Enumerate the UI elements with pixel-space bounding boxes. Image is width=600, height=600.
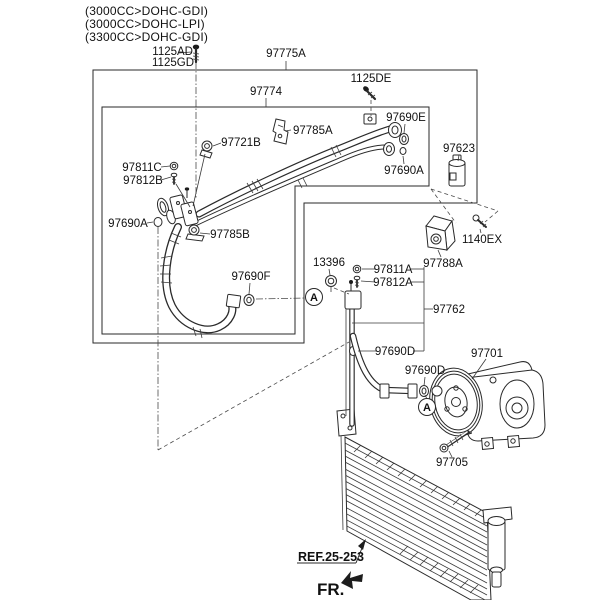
- bolt-1140ex-icon: [472, 214, 487, 228]
- label-13396: 13396: [313, 257, 345, 269]
- label-97690a-left: 97690A: [108, 218, 148, 230]
- clamp-97785b-icon: [185, 224, 205, 242]
- clamp-97721b-icon: [199, 140, 213, 159]
- label-1125ad: 1125AD: [152, 46, 193, 58]
- label-97811c: 97811C: [122, 162, 161, 174]
- condenser: [336, 408, 513, 600]
- inner-assembly-box: [101, 106, 430, 335]
- outer-assembly-box: [92, 69, 478, 344]
- label-97690d-lower: 97690D: [405, 365, 445, 377]
- label-97705: 97705: [436, 457, 468, 469]
- label-fr: FR.: [317, 580, 344, 599]
- bracket-97785a-icon: [272, 118, 289, 145]
- label-97721b: 97721B: [221, 137, 261, 149]
- oring-97690d-lower-icon: [419, 385, 429, 397]
- compressor-port: [431, 385, 443, 397]
- label-1140ex: 1140EX: [462, 234, 502, 246]
- bolt-97812a-icon: [353, 275, 361, 288]
- valve-97623-icon: [448, 154, 466, 187]
- leader-lines: [146, 51, 487, 458]
- grommet-97811c-icon: [169, 161, 179, 171]
- compressor-pulley: [429, 367, 483, 437]
- label-97774: 97774: [250, 86, 283, 98]
- oring-97690a-right-icon: [399, 147, 407, 155]
- label-1125gd: 1125GD: [152, 57, 194, 69]
- pipe-flange-cluster: [156, 187, 199, 227]
- pipe-top-fitting: [344, 290, 362, 310]
- label-97775a: 97775A: [266, 48, 306, 60]
- bolt-1125ad-icon: [192, 44, 200, 64]
- label-97812a: 97812A: [373, 277, 413, 289]
- receiver-drier: [482, 506, 513, 588]
- label-97785b: 97785B: [210, 229, 250, 241]
- label-97690f: 97690F: [231, 271, 270, 283]
- label-97623: 97623: [443, 143, 475, 155]
- grommet-97811a-icon: [352, 264, 362, 274]
- label-ref-25-253: REF.25-253: [298, 550, 364, 564]
- label-97785a: 97785A: [293, 125, 333, 137]
- detail-a-line: [255, 297, 306, 300]
- label-97690e: 97690E: [386, 112, 426, 124]
- detail-marker-a-right-label: A: [423, 402, 431, 414]
- oring-97690f-icon: [243, 294, 255, 306]
- projection-line-diagonal: [157, 341, 350, 451]
- suction-pipe-assembly: [344, 280, 418, 427]
- detail-projection-3: [484, 210, 499, 223]
- label-97811a: 97811A: [374, 264, 413, 276]
- oring-97690e-icon: [399, 133, 409, 145]
- front-direction-arrow: [341, 571, 363, 589]
- detail-projection-1: [430, 188, 499, 212]
- oring-97690a-left-icon: [153, 217, 163, 227]
- label-97812b: 97812B: [123, 175, 163, 187]
- engine-variant-3: (3300CC>DOHC-GDI): [85, 30, 208, 44]
- detail-marker-a-right: A: [418, 398, 436, 416]
- label-97701: 97701: [471, 348, 503, 360]
- label-97762: 97762: [433, 304, 465, 316]
- detail-projection-2: [430, 188, 457, 224]
- label-97690d-upper: 97690D: [375, 346, 415, 358]
- expansion-valve-97788a-icon: [425, 215, 456, 252]
- detail-marker-a-left-label: A: [310, 292, 318, 304]
- label-97690a-right: 97690A: [384, 165, 424, 177]
- pipe-end-ports: [363, 113, 402, 156]
- condenser-ref-callout: [297, 539, 366, 564]
- bolt-97812b-icon: [170, 172, 178, 185]
- upper-tube-assembly: [156, 113, 402, 339]
- bolt-1125de-icon: [363, 86, 377, 101]
- detail-marker-a-left: A: [305, 288, 323, 306]
- hose-end-fitting: [225, 293, 242, 309]
- compressor: [429, 361, 546, 450]
- label-1125de: 1125DE: [351, 73, 392, 85]
- engine-variant-2: (3000CC>DOHC-LPI): [85, 17, 205, 31]
- nut-13396-icon: [325, 275, 337, 292]
- engine-variant-1: (3000CC>DOHC-GDI): [85, 4, 208, 18]
- bolt-97705-icon: [439, 430, 470, 453]
- label-97788a: 97788A: [423, 258, 463, 270]
